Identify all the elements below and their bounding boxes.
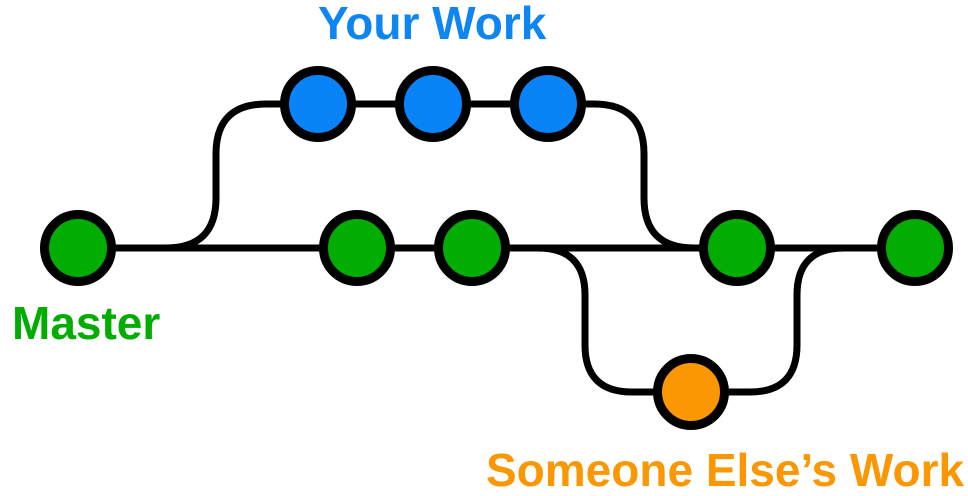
commit-node-master-2 [319, 210, 395, 286]
commit-node-master-3 [434, 210, 510, 286]
commit-node-your-work-1 [280, 66, 356, 142]
fork-curve-your-work [140, 100, 318, 252]
commit-node-your-work-2 [395, 66, 471, 142]
merge-curve-your-work [548, 100, 712, 252]
merge-curve-someone-elses-work [691, 244, 866, 396]
master-label: Master [12, 297, 161, 349]
your-work-label: Your Work [318, 0, 547, 49]
commit-node-master-4 [699, 210, 775, 286]
commit-node-master-1 [40, 210, 116, 286]
fork-curve-someone-elses-work [495, 244, 691, 396]
commit-node-your-work-3 [510, 66, 586, 142]
commit-node-master-5 [877, 210, 953, 286]
commit-node-someone-elses-work-1 [653, 354, 729, 430]
someone-elses-work-label: Someone Else’s Work [486, 444, 965, 496]
